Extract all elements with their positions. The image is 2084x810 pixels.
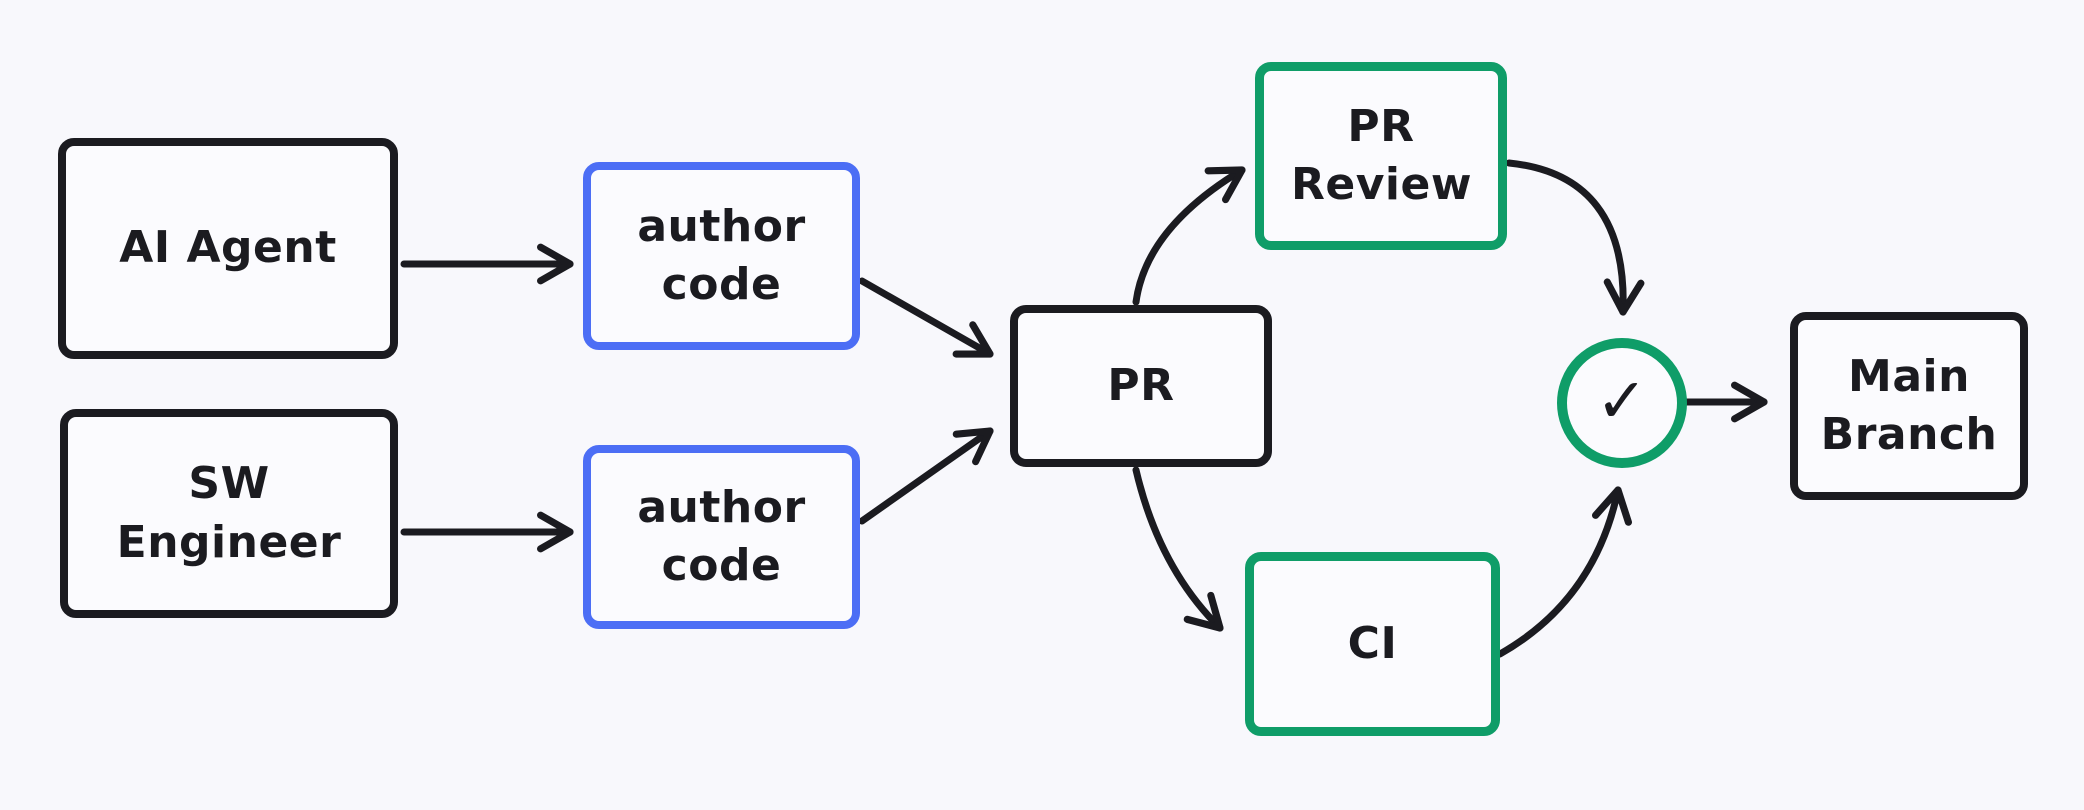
- edge-author-code-top-to-pr: [858, 277, 994, 358]
- node-ci-label: CI: [1347, 617, 1398, 669]
- node-main-branch: Main Branch: [1790, 312, 2028, 500]
- edge-pr-to-pr-review: [1132, 166, 1246, 306]
- node-ci: CI: [1245, 552, 1500, 736]
- node-pr-review-label: PR Review: [1291, 100, 1472, 210]
- approval-check-circle: ✓: [1557, 338, 1687, 468]
- node-author-code-top-label: author code: [637, 200, 806, 310]
- node-author-code-bottom: author code: [583, 445, 860, 629]
- edge-pr-review-to-check: [1505, 159, 1645, 316]
- node-sw-engineer: SW Engineer: [60, 409, 398, 618]
- node-main-branch-label: Main Branch: [1820, 350, 1998, 460]
- node-author-code-bottom-label: author code: [637, 481, 806, 591]
- edge-pr-to-ci: [1132, 466, 1224, 632]
- node-pr-label: PR: [1107, 359, 1175, 411]
- node-pr-review: PR Review: [1255, 62, 1507, 250]
- edge-author-code-bottom-to-pr: [858, 427, 994, 525]
- node-sw-engineer-label: SW Engineer: [116, 458, 342, 568]
- check-icon: ✓: [1595, 364, 1649, 437]
- node-ai-agent-label: AI Agent: [119, 222, 337, 274]
- node-pr: PR: [1010, 305, 1272, 467]
- node-author-code-top: author code: [583, 162, 860, 350]
- node-ai-agent: AI Agent: [58, 138, 398, 359]
- edge-ci-to-check: [1496, 486, 1632, 658]
